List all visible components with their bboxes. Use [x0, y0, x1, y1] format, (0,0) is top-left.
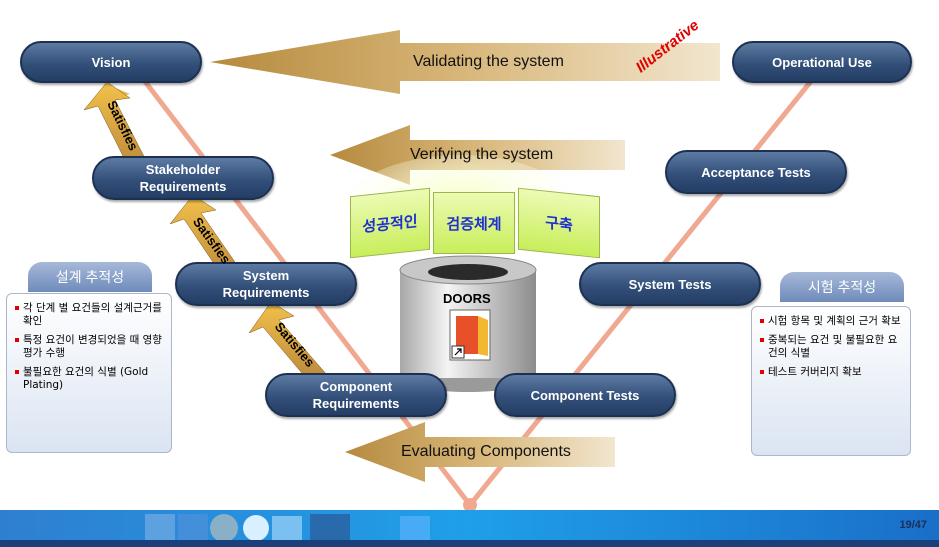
- validating-label: Validating the system: [413, 53, 564, 70]
- footer-decoration: [145, 514, 430, 542]
- component-tests-node: Component Tests: [494, 373, 676, 417]
- vision-label: Vision: [91, 54, 131, 70]
- test-traceability-panel: 시험 항목 및 계획의 근거 확보 중복되는 요건 및 불필요한 요건의 식별 …: [751, 306, 911, 456]
- system-tests-label: System Tests: [628, 276, 712, 292]
- stakeholder-requirements-node: Stakeholder Requirements: [92, 156, 274, 200]
- operational-use-label: Operational Use: [772, 54, 872, 70]
- test-traceability-item: 시험 항목 및 계획의 근거 확보: [760, 315, 904, 328]
- test-traceability-item: 테스트 커버리지 확보: [760, 366, 904, 379]
- evaluating-label: Evaluating Components: [401, 443, 571, 460]
- system-requirements-node: System Requirements: [175, 262, 357, 306]
- test-traceability-title: 시험 추적성: [780, 272, 904, 302]
- design-traceability-title: 설계 추적성: [28, 262, 152, 292]
- doors-label: DOORS: [443, 291, 491, 306]
- design-traceability-item: 불필요한 요건의 식별 (Gold Plating): [15, 366, 165, 392]
- card-success-label: 성공적인: [362, 211, 418, 236]
- footer-strip: [0, 540, 939, 547]
- system-requirements-label: System Requirements: [222, 268, 310, 300]
- card-success: 성공적인: [350, 187, 430, 259]
- v-vertex: [463, 498, 477, 512]
- card-verification: 검증체계: [433, 192, 515, 254]
- component-requirements-node: Component Requirements: [265, 373, 447, 417]
- test-traceability-item: 중복되는 요건 및 불필요한 요건의 식별: [760, 334, 904, 360]
- component-tests-label: Component Tests: [530, 387, 640, 403]
- system-tests-node: System Tests: [579, 262, 761, 306]
- evaluating-arrow: [345, 422, 615, 482]
- stakeholder-requirements-label: Stakeholder Requirements: [139, 162, 227, 194]
- acceptance-tests-node: Acceptance Tests: [665, 150, 847, 194]
- doors-icon: [449, 309, 491, 361]
- acceptance-tests-label: Acceptance Tests: [701, 164, 811, 180]
- card-verification-label: 검증체계: [446, 214, 502, 233]
- card-build-label: 구축: [545, 213, 573, 234]
- operational-use-node: Operational Use: [732, 41, 912, 83]
- card-build: 구축: [518, 187, 600, 259]
- verifying-label: Verifying the system: [410, 146, 554, 163]
- design-traceability-item: 각 단계 별 요건들의 설계근거를 확인: [15, 302, 165, 328]
- vision-node: Vision: [20, 41, 202, 83]
- component-requirements-label: Component Requirements: [312, 379, 400, 411]
- validating-arrow: [210, 30, 720, 94]
- page-number: 19/47: [899, 519, 927, 531]
- design-traceability-item: 특정 요건이 변경되었을 때 영향 평가 수행: [15, 334, 165, 360]
- design-traceability-panel: 각 단계 별 요건들의 설계근거를 확인 특정 요건이 변경되었을 때 영향 평…: [6, 293, 172, 453]
